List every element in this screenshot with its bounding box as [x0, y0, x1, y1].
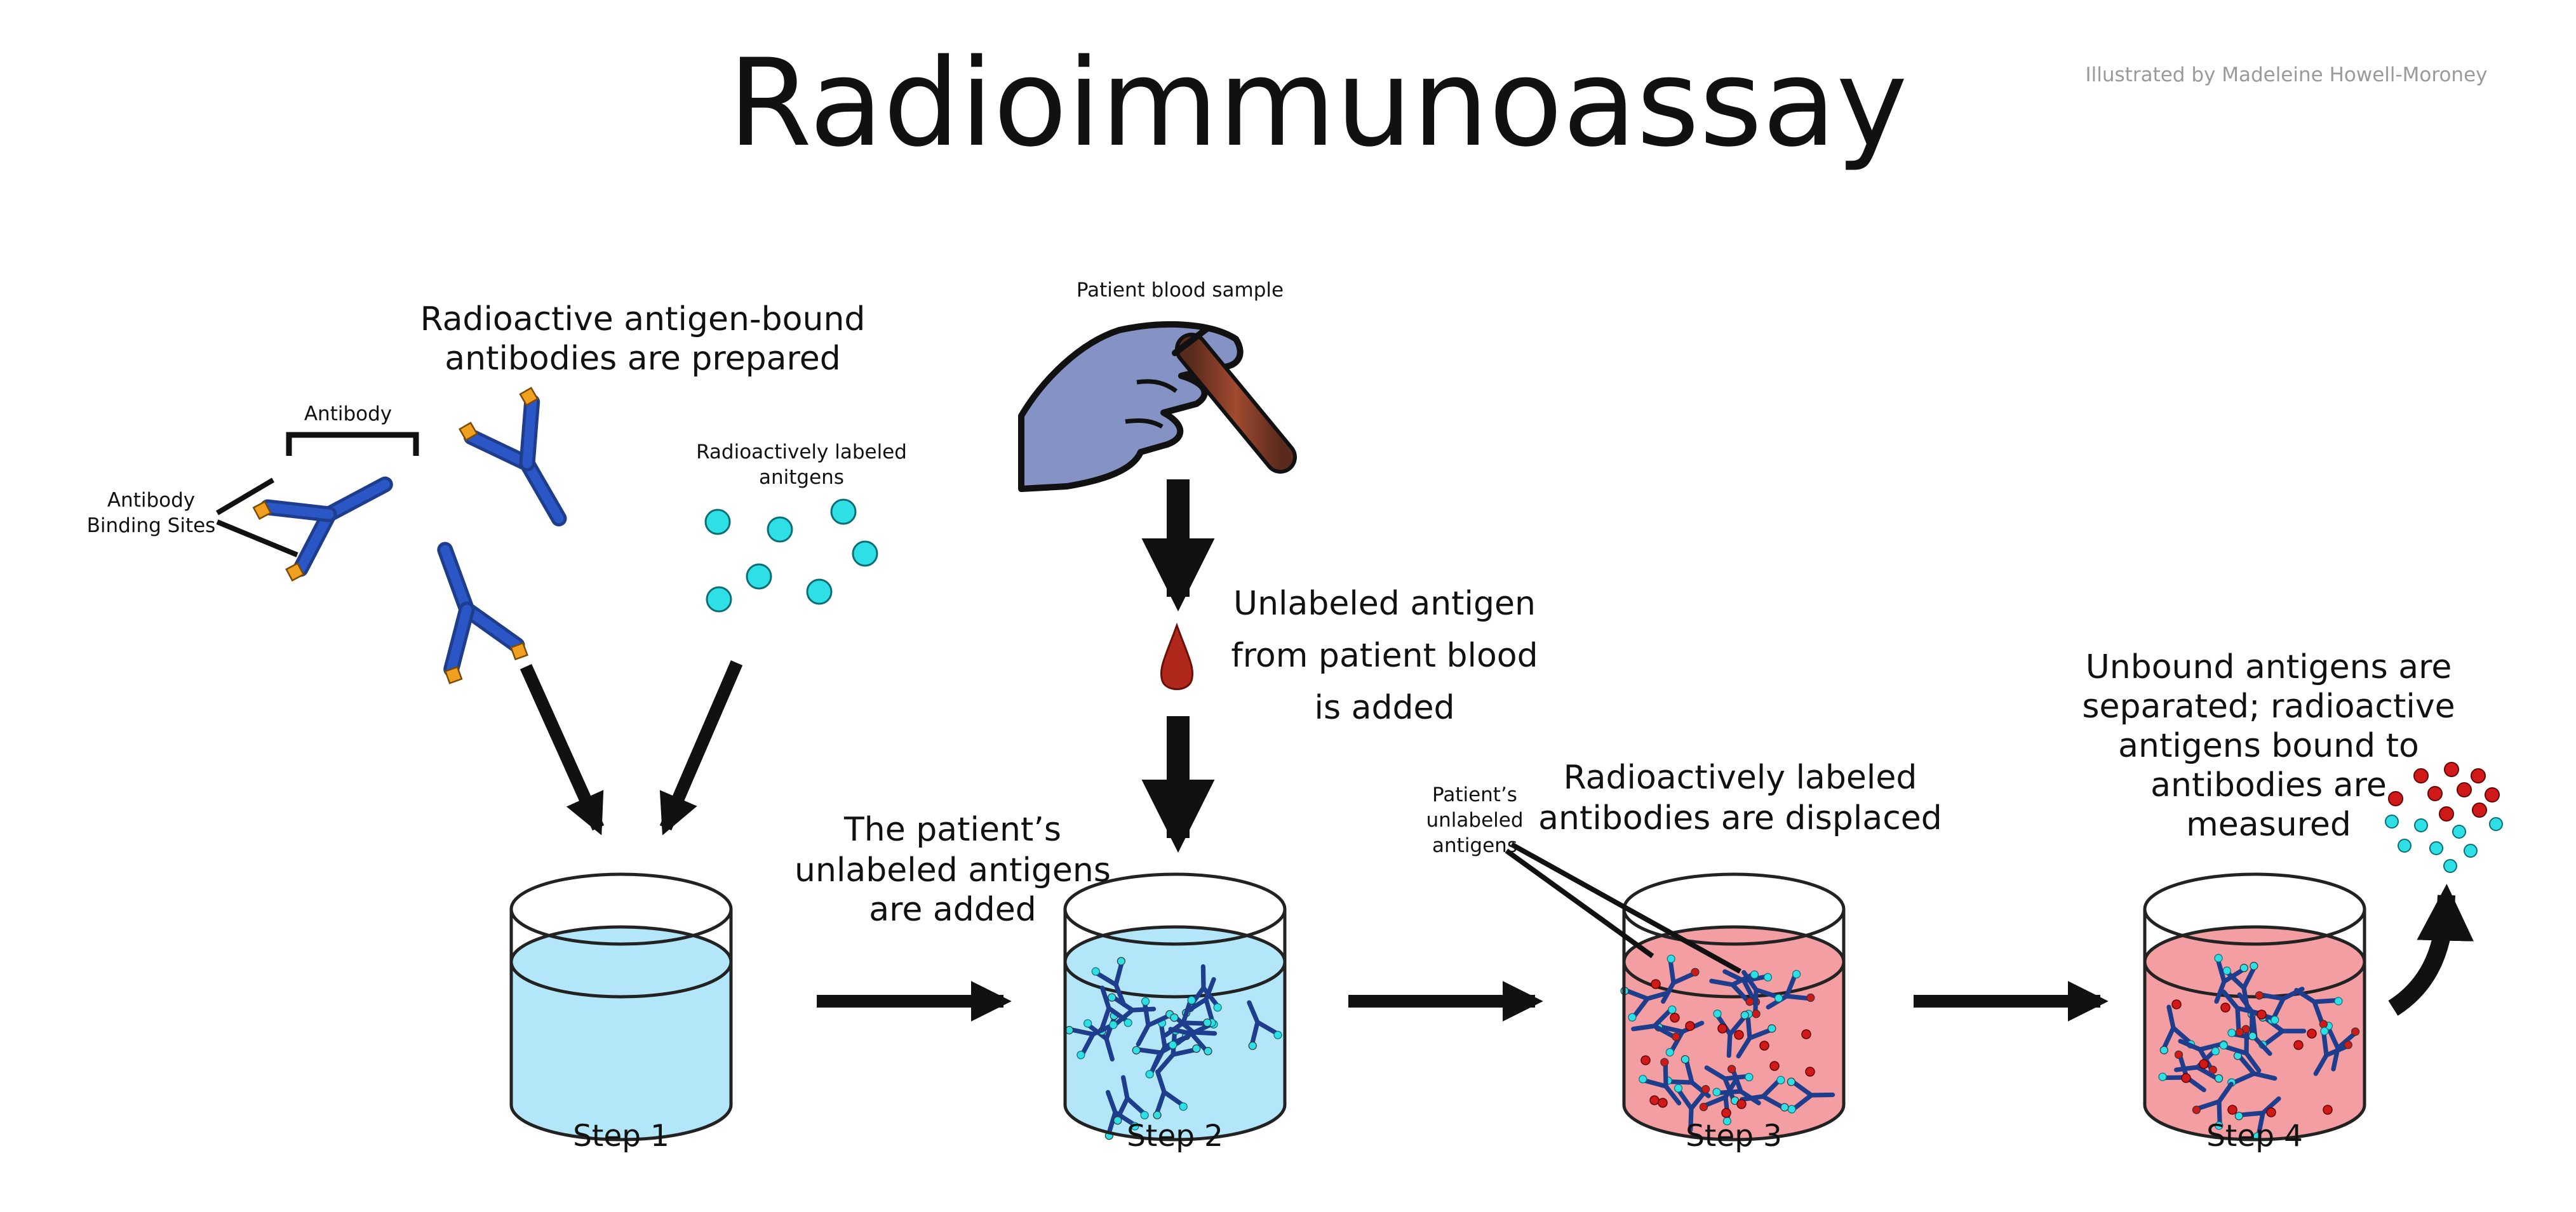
binding-sites-pointer [215, 477, 275, 516]
arrow-antigens-to-step1 [659, 660, 743, 836]
page-title: Radioimmunoassay [728, 33, 1907, 173]
svg-text:from patient blood: from patient blood [1231, 637, 1538, 675]
patient-unlabeled-pointer [1505, 848, 1654, 959]
antibody-icon [2214, 954, 2248, 1004]
svg-text:Antibody: Antibody [107, 489, 195, 512]
displaced-caption: Radioactively labeled antibodies are dis… [1538, 759, 1942, 837]
labeled-antigens-label: Radioactively labeled anitgens [696, 441, 907, 489]
antibody-icon [1766, 969, 1815, 1009]
antibody-icon [1108, 993, 1157, 1029]
binding-sites-label: Antibody Binding Sites [87, 489, 216, 537]
antibody-icon [1136, 997, 1174, 1047]
patient-added-caption: The patient’s unlabeled antigens are add… [795, 811, 1111, 929]
svg-text:Radioactive antigen-bound: Radioactive antigen-bound [420, 300, 866, 338]
labeled-antigen-cluster [704, 498, 878, 613]
svg-text:antibodies are displaced: antibodies are displaced [1538, 799, 1942, 837]
step-3-label: Step 3 [1686, 1119, 1782, 1154]
antibody-icon [1713, 1009, 1749, 1058]
blood-tube-icon [1172, 326, 1297, 474]
antibody-icon [1153, 1069, 1188, 1119]
released-antigens [2385, 762, 2503, 873]
svg-text:antigens: antigens [1432, 834, 1517, 857]
svg-text:Radioactively labeled: Radioactively labeled [1564, 759, 1917, 797]
arrow-measure-curve [2388, 884, 2474, 1016]
antibody-icon [1091, 957, 1127, 1007]
antibody-icon [2294, 988, 2343, 1029]
svg-text:Binding Sites: Binding Sites [87, 514, 216, 537]
step-1-label: Step 1 [573, 1119, 669, 1154]
blood-drop-icon [1160, 622, 1194, 690]
svg-text:Patient’s: Patient’s [1432, 783, 1517, 806]
beaker-step-1 [509, 872, 733, 1142]
antibody-bracket [286, 432, 419, 456]
svg-text:measured: measured [2186, 806, 2351, 844]
patient-unlabeled-label: Patient’s unlabeled antigens [1426, 783, 1523, 857]
antibody-icon [437, 542, 528, 684]
unlabeled-added-caption: Unlabeled antigen from patient blood is … [1231, 585, 1538, 727]
svg-text:is added: is added [1315, 689, 1455, 727]
antibody-mixture [2158, 954, 2360, 1141]
svg-text:antigens bound to: antigens bound to [2118, 727, 2419, 765]
antibody-icon [1113, 1075, 1149, 1125]
svg-text:antibodies are prepared: antibodies are prepared [445, 340, 841, 378]
svg-text:are added: are added [869, 891, 1036, 929]
step-4-label: Step 4 [2206, 1119, 2303, 1154]
antibody-icon [2227, 1051, 2277, 1087]
svg-text:Unbound antigens are: Unbound antigens are [2086, 648, 2452, 686]
step-2-label: Step 2 [1127, 1119, 1223, 1154]
arrow-antibodies-to-step1 [520, 663, 605, 836]
beaker-step-4 [2143, 872, 2366, 1142]
antibody-icon [1712, 1065, 1761, 1105]
svg-text:The patient’s: The patient’s [843, 811, 1061, 849]
antibody-icon [1639, 1058, 1682, 1106]
antibody-icon [2313, 1027, 2352, 1076]
svg-text:separated; radioactive: separated; radioactive [2082, 688, 2455, 726]
svg-text:anitgens: anitgens [759, 466, 844, 489]
svg-text:unlabeled: unlabeled [1426, 809, 1523, 832]
patient-unlabeled-pointer [1510, 842, 1741, 974]
antibody-icon [1163, 996, 1212, 1037]
antibody-icon [1787, 1077, 1835, 1114]
antibody-icon [2192, 1081, 2234, 1130]
antibody-icon [1661, 954, 1700, 1004]
antibody-icon [1247, 1000, 1282, 1050]
antibody-icon [1736, 1009, 1776, 1059]
antibody-mixture [1064, 957, 1282, 1140]
antibody-icon [2234, 1096, 2281, 1141]
antibody-icon [1674, 1084, 1710, 1133]
beaker-step-3 [1620, 872, 1846, 1142]
binding-sites-pointer [216, 519, 299, 557]
antibody-icon [1741, 969, 1783, 1018]
svg-text:Unlabeled antigen: Unlabeled antigen [1233, 585, 1536, 623]
antibody-icon [252, 476, 393, 582]
blood-sample-label: Patient blood sample [1077, 279, 1284, 302]
svg-text:unlabeled antigens: unlabeled antigens [795, 851, 1111, 889]
antibody-icon [1704, 1065, 1754, 1105]
antibody-icon [1631, 1005, 1680, 1041]
svg-text:Radioactively labeled: Radioactively labeled [696, 441, 907, 463]
prep-caption: Radioactive antigen-bound antibodies are… [420, 300, 866, 378]
antibody-icon [459, 387, 567, 527]
svg-text:antibodies are: antibodies are [2150, 766, 2387, 804]
antibody-icon [1064, 1023, 1115, 1060]
antibody-label: Antibody [304, 403, 392, 425]
illustrator-credit: Illustrated by Madeleine Howell-Moroney [2086, 63, 2488, 86]
beaker-step-2 [1063, 872, 1287, 1142]
antibody-mixture [1620, 954, 1835, 1133]
antibody-icon [1169, 1013, 1218, 1049]
antibody-icon [2219, 1025, 2262, 1073]
separated-caption: Unbound antigens are separated; radioact… [2082, 648, 2455, 844]
